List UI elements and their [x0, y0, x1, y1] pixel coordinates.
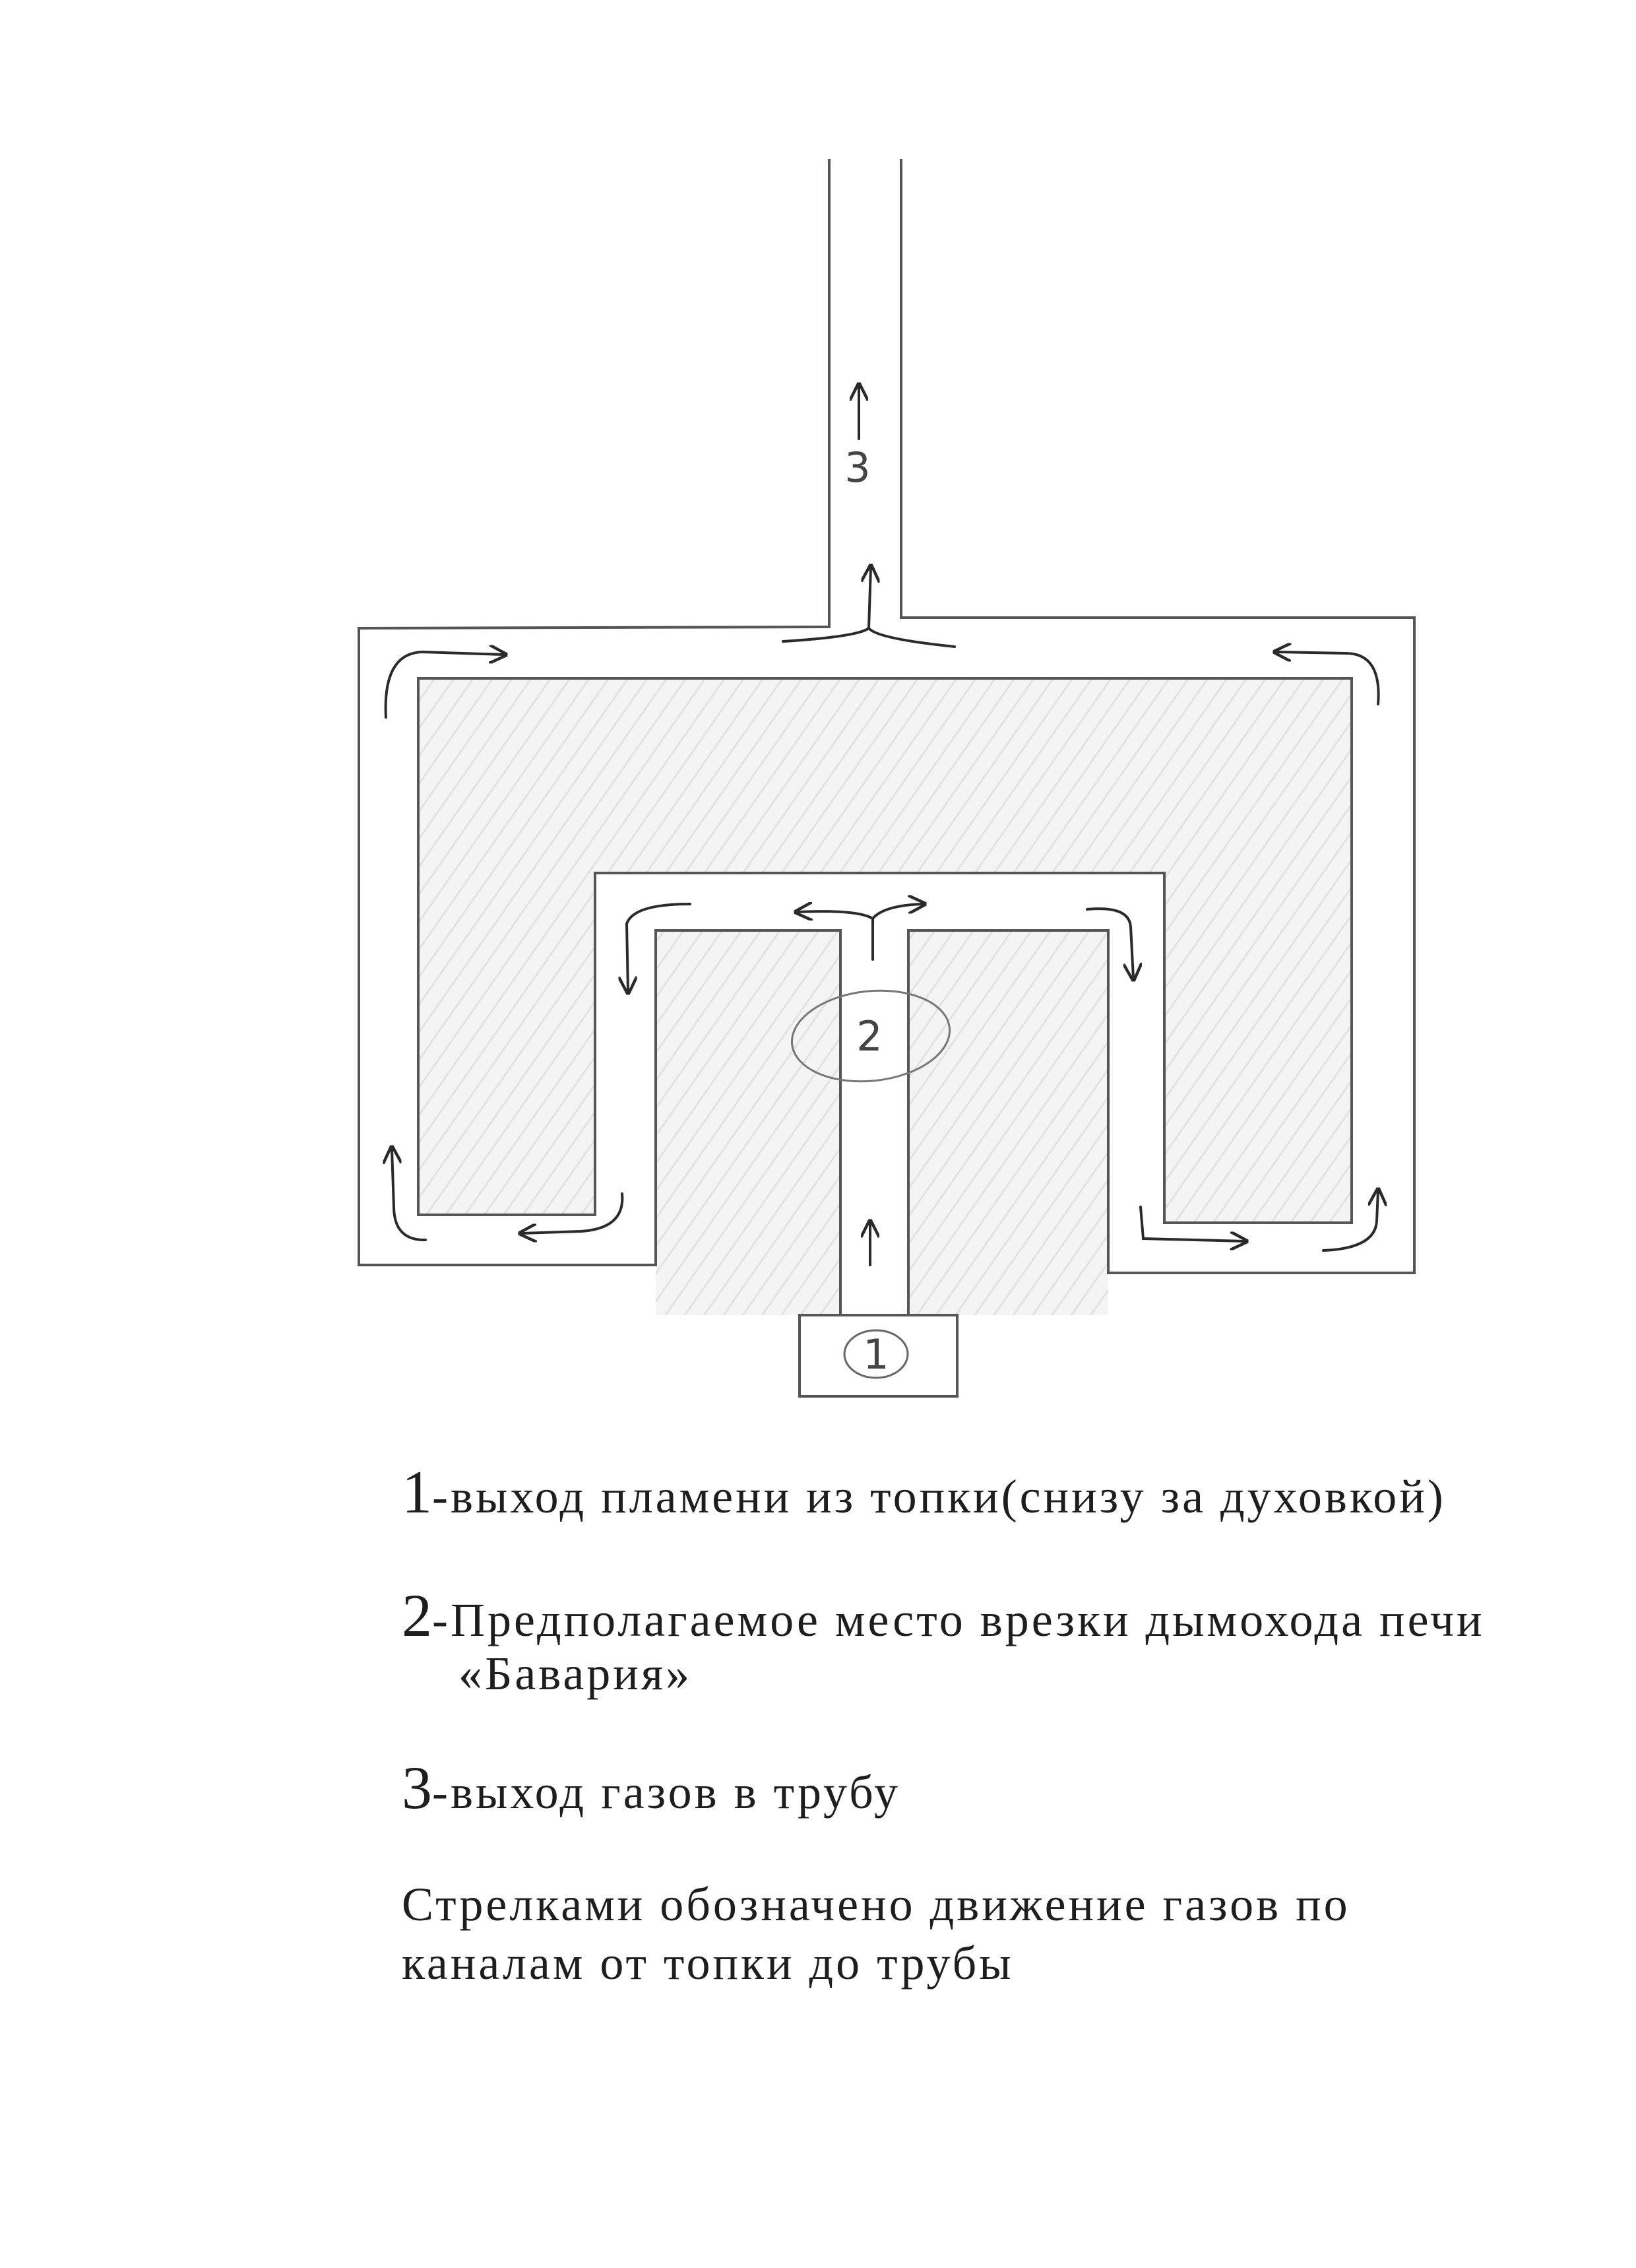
legend-item-2-continued: «Бавария»: [458, 1647, 692, 1700]
outer-channel-wall-right: [900, 159, 1416, 1315]
arrow-far-left-up: [392, 1149, 427, 1242]
lower-right-block: [908, 930, 1108, 1315]
label-1-circle: [843, 1329, 909, 1379]
legend-item-3: 3-выход газов в трубу: [402, 1757, 900, 1818]
arrow-center-left: [798, 911, 874, 919]
arrow-inner-left-down: [627, 903, 691, 991]
legend-number: 2: [402, 1582, 432, 1649]
label-1: 1: [863, 1330, 889, 1378]
legend-text: -выход газов в трубу: [432, 1766, 900, 1819]
arrow-bottom-right: [1139, 1206, 1245, 1241]
legend-note-line-1: Стрелками обозначено движение газов по: [402, 1878, 1350, 1931]
legend-number: 3: [402, 1754, 432, 1821]
arrow-top-right: [1276, 652, 1380, 705]
arrow-far-right-up: [1322, 1191, 1378, 1252]
label-2: 2: [856, 1012, 882, 1060]
merge-arrow: [782, 567, 956, 648]
legend-number: 1: [402, 1458, 432, 1526]
arrow-inner-right-down: [1086, 907, 1133, 978]
label-3: 3: [844, 443, 870, 492]
legend-text: -Предполагаемое место врезки дымохода пе…: [432, 1594, 1485, 1646]
legend-note-line-2: каналам от топки до трубы: [402, 1937, 1014, 1990]
arrow-center-right: [871, 904, 923, 920]
inner-masonry-body: [417, 677, 1353, 1224]
legend-text: -выход пламени из топки(снизу за духовко…: [432, 1470, 1446, 1523]
arrow-bottom-left: [522, 1192, 624, 1233]
firebox-outlet-box: [798, 1314, 959, 1398]
legend-item-2: 2-Предполагаемое место врезки дымохода п…: [402, 1585, 1484, 1646]
arrow-top-left: [384, 652, 504, 719]
outer-channel-wall: [358, 159, 842, 1315]
legend-item-1: 1-выход пламени из топки(снизу за духовк…: [402, 1462, 1446, 1522]
lower-left-block: [656, 930, 840, 1315]
label-2-ellipse: [790, 989, 951, 1083]
